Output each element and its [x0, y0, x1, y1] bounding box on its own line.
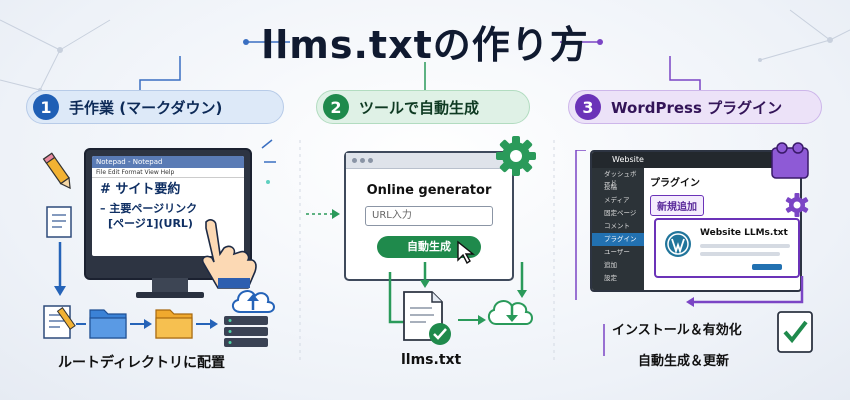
wordpress-logo-icon: [665, 231, 691, 257]
plugin-block-icon: [771, 142, 809, 179]
monitor-base: [136, 292, 204, 298]
sidebar-item-add[interactable]: 追加: [604, 261, 617, 269]
click-rays: [261, 139, 276, 184]
folder-icon-yellow: [155, 309, 193, 339]
wp-main: プラグイン 新規追加 Website LLMs.txt: [650, 174, 800, 284]
cloud-upload-icon: [232, 290, 275, 313]
arrow-right-icon: [306, 209, 340, 219]
plugin-flow-left: [575, 150, 586, 300]
pencil-icon: [42, 152, 71, 190]
install-arrow: [686, 276, 804, 307]
sidebar-item-pages[interactable]: 固定ページ: [604, 209, 637, 217]
notepad-titlebar: Notepad - Notepad: [92, 156, 244, 168]
cloud-download-icon: [488, 300, 533, 325]
sidebar-item-posts[interactable]: 投稿: [604, 183, 617, 191]
step2-caption: llms.txt: [401, 352, 462, 368]
arrow-down-icon: [54, 242, 66, 296]
activate-button[interactable]: [752, 264, 782, 270]
step1-caption: ルートディレクトリに配置: [58, 355, 226, 371]
notepad-menu: File Edit Format View Help: [92, 168, 244, 178]
window-dot: [360, 158, 365, 163]
sidebar-item-dashboard[interactable]: ダッシュボード: [604, 170, 637, 187]
method-pill-plugin: 3 WordPress プラグイン: [568, 90, 822, 124]
plugin-title: Website LLMs.txt: [700, 228, 788, 238]
sidebar-item-settings[interactable]: 設定: [604, 274, 617, 282]
window-dot: [368, 158, 373, 163]
step3-caption-install: インストール＆有効化: [612, 323, 742, 338]
page-title: llms.txtの作り方: [261, 23, 589, 67]
step-number: 2: [323, 94, 349, 120]
monitor-stand: [152, 278, 188, 292]
step-number: 3: [575, 94, 601, 120]
sidebar-item-users[interactable]: ユーザー: [604, 248, 630, 256]
plugin-card[interactable]: Website LLMs.txt: [654, 218, 800, 278]
window-dot: [352, 158, 357, 163]
step-number: 1: [33, 94, 59, 120]
sidebar-item-plugins[interactable]: プラグイン: [592, 233, 644, 246]
llms-file-icon: [403, 291, 451, 345]
method-label: WordPress プラグイン: [611, 98, 783, 117]
notepad-line-links: – 主要ページリンク: [100, 202, 198, 215]
generator-browser: Online generator URL入力 自動生成: [344, 151, 514, 281]
add-new-button[interactable]: 新規追加: [650, 195, 704, 216]
deploy-flow: [43, 305, 268, 347]
notepad-line-heading: # サイト要約: [100, 182, 181, 197]
folder-icon-blue: [89, 309, 127, 339]
wordpress-admin: Website ダッシュボード 投稿 メディア 固定ページ コメント プラグイン…: [590, 150, 802, 292]
notepad-line-page: [ページ1](URL): [108, 217, 193, 230]
sidebar-item-comments[interactable]: コメント: [604, 222, 630, 230]
server-icon: [224, 316, 268, 347]
method-pill-tool: 2 ツールで自動生成: [316, 90, 530, 124]
document-icon: [46, 206, 72, 238]
generator-title: Online generator: [366, 183, 492, 198]
text-placeholder: [700, 244, 790, 248]
gear-icon: [785, 193, 809, 217]
method-label: 手作業 (マークダウン): [69, 98, 223, 117]
document-icon: [43, 305, 76, 339]
notepad-content: # サイト要約 – 主要ページリンク [ページ1](URL): [92, 178, 244, 235]
step3-caption-update: 自動生成＆更新: [638, 354, 730, 369]
update-arrow: [603, 324, 605, 356]
text-placeholder: [700, 252, 780, 256]
generate-button[interactable]: 自動生成: [377, 236, 481, 258]
pointing-hand-icon: [201, 219, 257, 289]
method-label: ツールで自動生成: [359, 98, 480, 117]
cursor-icon: [457, 240, 475, 265]
wp-page-heading: プラグイン: [650, 178, 700, 189]
wp-sidebar: ダッシュボード 投稿 メディア 固定ページ コメント プラグイン ユーザー 追加…: [592, 168, 644, 290]
browser-toolbar: [346, 153, 512, 169]
url-input[interactable]: URL入力: [365, 206, 493, 226]
checklist-done-icon: [777, 311, 813, 353]
method-pill-manual: 1 手作業 (マークダウン): [26, 90, 284, 124]
gear-icon: [496, 136, 536, 176]
wp-admin-bar: Website: [592, 152, 800, 168]
sidebar-item-media[interactable]: メディア: [604, 196, 630, 204]
